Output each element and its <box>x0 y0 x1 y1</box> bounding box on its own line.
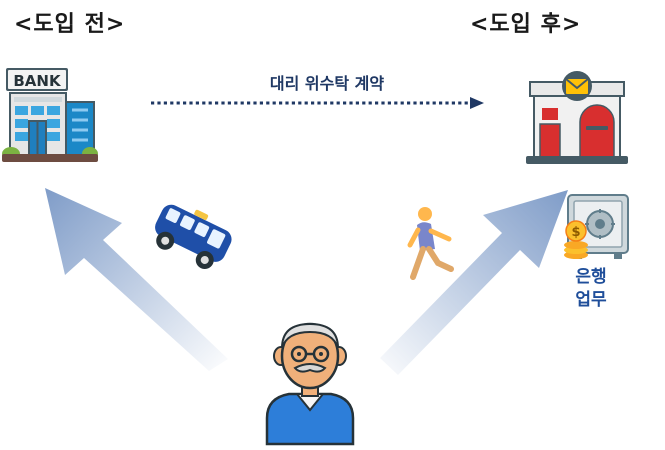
bus-icon <box>155 204 232 270</box>
walking-person-icon <box>407 207 454 280</box>
elderly-man-icon <box>265 322 355 446</box>
svg-text:$: $ <box>571 225 580 240</box>
bank-service-line1: 은행 <box>575 267 607 287</box>
arrow-to-bank <box>45 188 228 371</box>
contract-label: 대리 위수탁 계약 <box>269 74 385 93</box>
bank-service-label: 은행 업무 <box>563 266 619 312</box>
after-heading: <도입 후> <box>470 12 582 37</box>
coins-icon: $ <box>564 220 588 259</box>
bank-sign-text: BANK <box>13 72 62 90</box>
post-office-icon <box>526 71 628 164</box>
bank-icon: BANK <box>2 68 98 162</box>
arrow-to-post-office <box>380 190 568 375</box>
before-heading: <도입 전> <box>14 12 126 37</box>
bank-service-line2: 업무 <box>575 290 607 310</box>
safe-icon: $ <box>564 194 629 259</box>
contract-arrowhead <box>470 97 484 109</box>
